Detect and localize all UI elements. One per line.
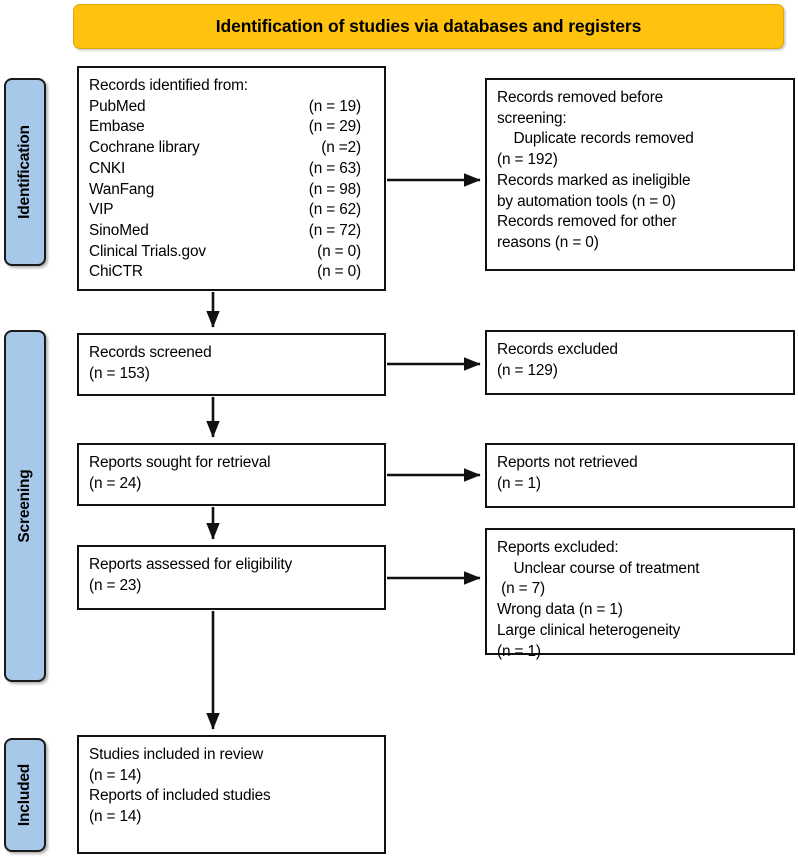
source-count: (n = 63) xyxy=(308,159,361,177)
diagram-header-banner: Identification of studies via databases … xyxy=(73,4,784,49)
source-row: PubMed (n = 19) xyxy=(89,97,361,118)
box-records-removed-before-screening: Records removed before screening: Duplic… xyxy=(485,78,795,271)
reports-not-retrieved-text: Reports not retrieved (n = 1) xyxy=(497,454,638,492)
source-count: (n = 62) xyxy=(308,201,361,219)
source-row: Cochrane library (n =2) xyxy=(89,138,361,159)
stage-label-screening: Screening xyxy=(16,469,33,543)
source-name: Embase xyxy=(89,118,145,136)
stage-label-identification: Identification xyxy=(16,125,33,219)
source-row: SinoMed (n = 72) xyxy=(89,221,361,242)
stage-bar-screening: Screening xyxy=(4,330,46,682)
stage-label-included: Included xyxy=(16,763,33,827)
source-row: WanFang (n = 98) xyxy=(89,180,361,201)
source-name: Cochrane library xyxy=(89,139,200,157)
source-name: WanFang xyxy=(89,180,155,198)
box-records-identified: Records identified from: PubMed (n = 19) E… xyxy=(77,66,386,291)
records-excluded-text: Records excluded (n = 129) xyxy=(497,341,618,379)
records-identified-heading: Records identified from: xyxy=(89,77,248,94)
source-name: VIP xyxy=(89,201,114,219)
box-reports-excluded: Reports excluded: Unclear course of trea… xyxy=(485,528,795,660)
source-count: (n = 72) xyxy=(308,222,361,240)
source-row: Clinical Trials.gov (n = 0) xyxy=(89,242,361,263)
records-removed-text: Records removed before screening: Duplic… xyxy=(497,89,694,252)
records-screened-text: Records screened (n = 153) xyxy=(89,344,212,382)
source-count: (n = 29) xyxy=(308,118,361,136)
box-reports-sought-for-retrieval: Reports sought for retrieval (n = 24) xyxy=(77,443,386,506)
source-row: VIP (n = 62) xyxy=(89,200,361,221)
source-row: Embase (n = 29) xyxy=(89,117,361,138)
stage-bar-identification: Identification xyxy=(4,78,46,266)
records-identified-content: Records identified from: PubMed (n = 19) E… xyxy=(89,76,375,283)
source-count: (n = 19) xyxy=(308,97,361,115)
studies-included-text: Studies included in review (n = 14) Repo… xyxy=(89,746,271,826)
source-name: CNKI xyxy=(89,159,126,177)
source-name: Clinical Trials.gov xyxy=(89,242,206,260)
box-studies-included: Studies included in review (n = 14) Repo… xyxy=(77,735,386,854)
box-records-excluded: Records excluded (n = 129) xyxy=(485,330,795,395)
source-count: (n = 0) xyxy=(317,242,361,260)
source-row: ChiCTR (n = 0) xyxy=(89,262,361,283)
source-count: (n =2) xyxy=(321,139,361,157)
box-records-screened: Records screened (n = 153) xyxy=(77,333,386,396)
source-row: CNKI (n = 63) xyxy=(89,159,361,180)
box-reports-not-retrieved: Reports not retrieved (n = 1) xyxy=(485,443,795,508)
reports-assessed-text: Reports assessed for eligibility (n = 23… xyxy=(89,556,293,594)
stage-bar-included: Included xyxy=(4,738,46,852)
diagram-title: Identification of studies via databases … xyxy=(215,15,642,36)
source-name: SinoMed xyxy=(89,222,149,240)
box-reports-assessed-for-eligibility: Reports assessed for eligibility (n = 23… xyxy=(77,545,386,610)
records-identified-source-list: PubMed (n = 19) Embase (n = 29) Cochrane lib… xyxy=(89,97,375,283)
source-name: ChiCTR xyxy=(89,263,143,281)
source-name: PubMed xyxy=(89,97,146,115)
source-count: (n = 98) xyxy=(308,180,361,198)
reports-sought-text: Reports sought for retrieval (n = 24) xyxy=(89,454,271,492)
reports-excluded-text: Reports excluded: Unclear course of trea… xyxy=(497,539,700,660)
source-count: (n = 0) xyxy=(317,263,361,281)
